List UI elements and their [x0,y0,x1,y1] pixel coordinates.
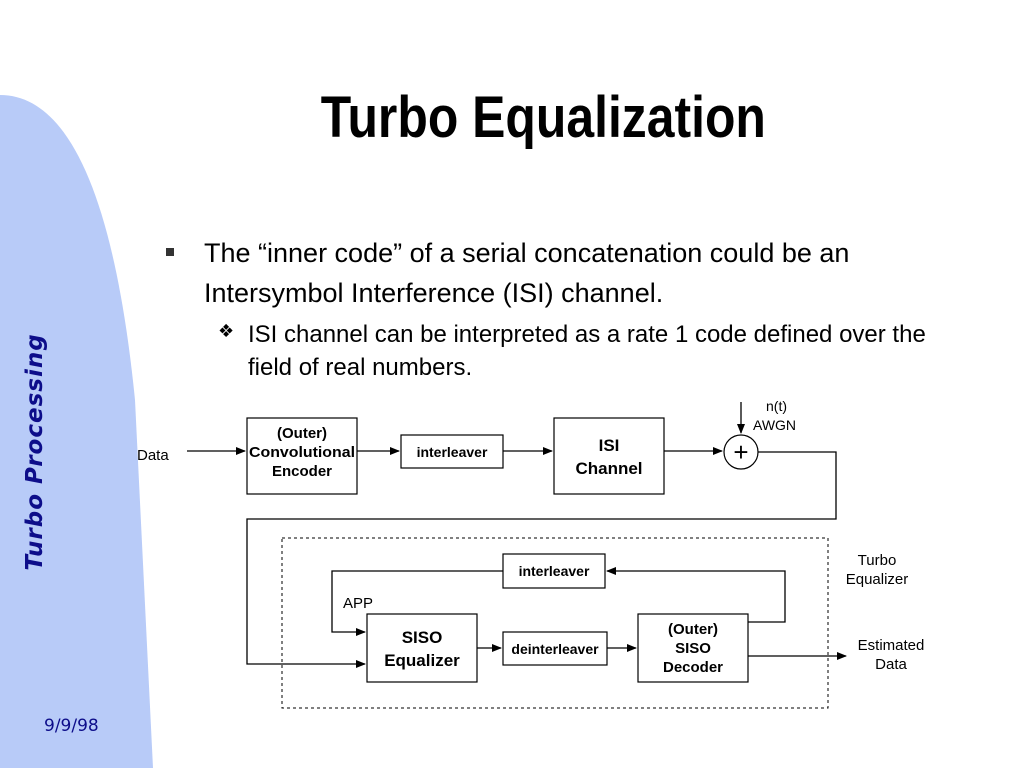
estimated-data-label-1: Estimated [858,637,925,654]
encoder-box [246,417,358,495]
isi-channel-label-2: Channel [575,459,642,478]
interleaver-feedback-box [502,553,606,589]
slide-date: 9/9/98 [44,716,99,736]
siso-equalizer-box [366,613,478,683]
wire-decoder-to-interleaver [606,567,786,623]
bullet-sub-text: ISI channel can be interpreted as a rate… [248,321,926,381]
app-label: APP [343,595,373,612]
siso-decoder-label-3: Decoder [663,659,723,676]
wire-interleaver-to-equalizer [331,570,503,636]
adder-symbol: + [733,437,748,467]
interleaver-top-label: interleaver [417,444,488,460]
encoder-label-2: Convolutional [249,444,355,461]
noise-label-2: AWGN [753,417,796,433]
interleaver-top-box [400,434,504,469]
square-bullet-icon [166,248,174,256]
bullet-main-text: The “inner code” of a serial concatenati… [204,238,850,308]
slide-title: Turbo Equalization [320,85,766,150]
wire-adder-to-equalizer [246,451,837,668]
interleaver-feedback-label: interleaver [519,563,590,579]
encoder-label-1: (Outer) [277,425,327,442]
turbo-equalizer-label-2: Equalizer [846,571,909,588]
deinterleaver-label: deinterleaver [511,641,599,657]
data-input-label: Data [137,447,169,464]
turbo-equalizer-label-1: Turbo [858,552,897,569]
siso-decoder-box [637,613,749,683]
siso-decoder-label-1: (Outer) [668,621,718,638]
estimated-data-label-2: Data [875,656,907,673]
diamond-bullet-icon: ❖ [218,321,235,342]
noise-label-1: n(t) [766,398,787,414]
isi-channel-label-1: ISI [599,436,620,455]
siso-equalizer-label-1: SISO [402,628,443,647]
siso-equalizer-label-2: Equalizer [384,651,460,670]
turbo-equalizer-region [281,537,829,709]
encoder-label-3: Encoder [272,463,332,480]
siso-decoder-label-2: SISO [675,640,711,657]
isi-channel-box [553,417,665,495]
side-band-shape [0,95,153,768]
